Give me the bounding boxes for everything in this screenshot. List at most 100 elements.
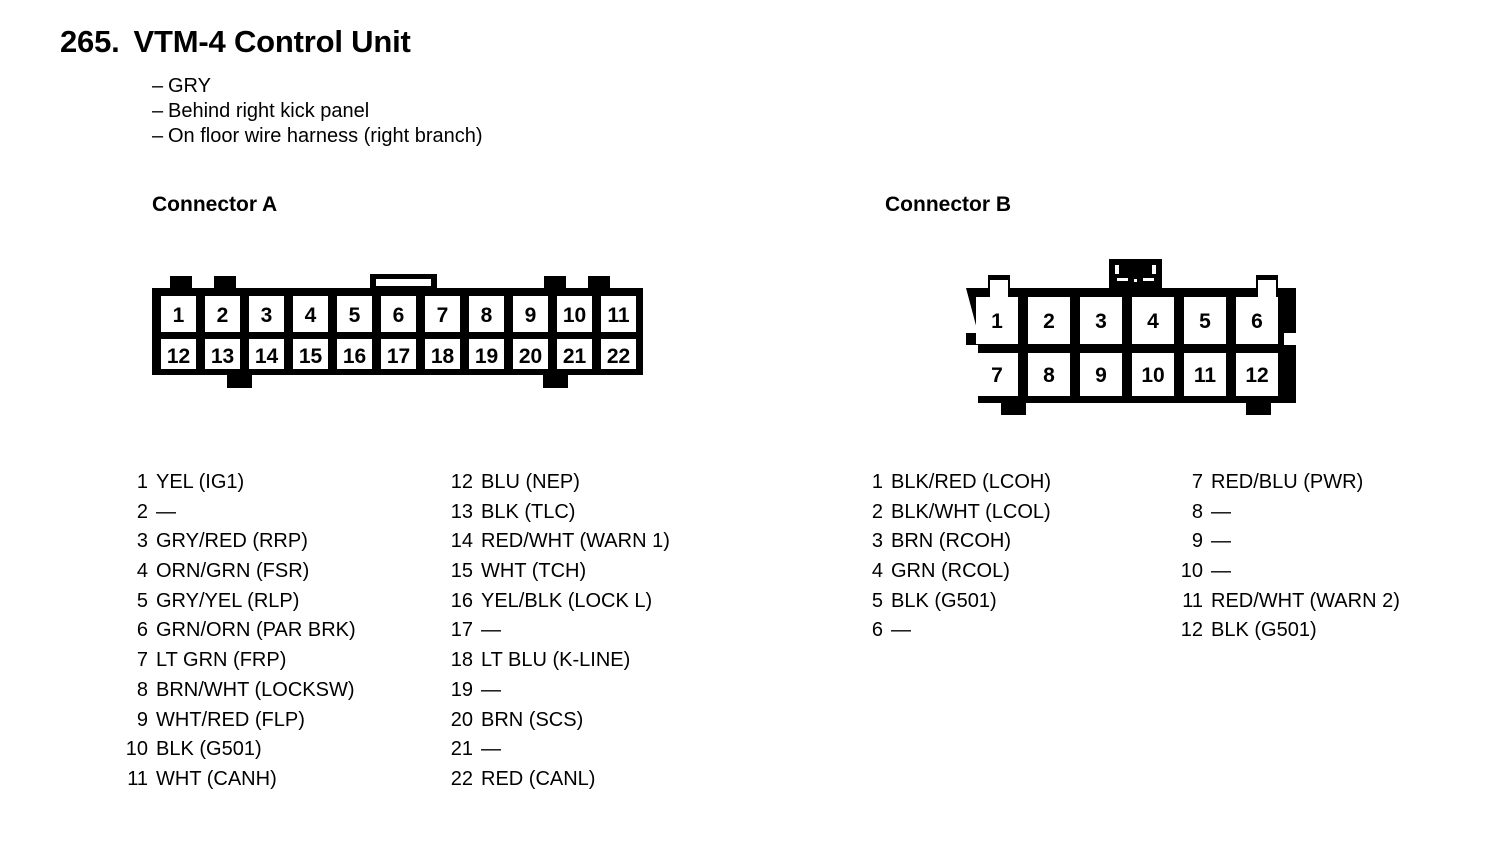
legend-pin-description: BLK (G501) <box>1211 619 1317 642</box>
connector-a-cell-16: 16 <box>343 345 366 368</box>
connector-b-cell-2: 2 <box>1043 310 1055 333</box>
legend-pin-description: YEL/BLK (LOCK L) <box>481 589 653 612</box>
connector-a-legend-column-2: 12 BLU (NEP) 13 BLK (TLC) 14 RED/WHT (WARN … <box>447 468 670 795</box>
connector-b-cell-1: 1 <box>991 310 1003 333</box>
connector-a-cell-8: 8 <box>481 304 493 327</box>
legend-pin-number: 2 <box>136 500 148 523</box>
legend-pin-description: — <box>481 678 501 701</box>
connector-b-cell-11: 11 <box>1194 364 1217 387</box>
header-notes: –GRY –Behind right kick panel –On floor … <box>152 74 483 149</box>
connector-b-cell-9: 9 <box>1095 364 1107 387</box>
legend-pin-number: 4 <box>136 560 148 583</box>
legend-pin-number: 13 <box>450 500 473 523</box>
connector-a-cell-22: 22 <box>607 345 630 368</box>
legend-row: 20 BRN (SCS) <box>447 706 670 736</box>
legend-pin-number: 5 <box>136 589 148 612</box>
legend-row: 3 BRN (RCOH) <box>857 527 1051 557</box>
legend-pin-number: 3 <box>136 530 148 553</box>
connector-a-heading: Connector A <box>152 193 278 216</box>
legend-pin-number: 15 <box>450 560 473 583</box>
connector-a-cell-14: 14 <box>255 345 279 368</box>
connector-b-cell-12: 12 <box>1245 364 1268 387</box>
connector-a-cell-5: 5 <box>349 304 361 327</box>
legend-row: 11 WHT (CANH) <box>122 765 356 795</box>
legend-pin-description: — <box>1211 530 1231 553</box>
legend-pin-number: 18 <box>450 649 473 672</box>
legend-pin-number: 12 <box>1180 619 1203 642</box>
legend-pin-number: 10 <box>125 738 148 761</box>
connector-b-cell-7: 7 <box>991 364 1003 387</box>
legend-pin-description: BLU (NEP) <box>481 471 580 493</box>
connector-a-cell-2: 2 <box>217 304 229 327</box>
connector-a-cell-7: 7 <box>437 304 449 327</box>
legend-row: 21— <box>447 735 670 765</box>
legend-pin-number: 12 <box>450 471 473 493</box>
legend-row: 2— <box>122 498 356 528</box>
connector-a-cell-18: 18 <box>431 345 455 368</box>
connector-b-cell-10: 10 <box>1141 364 1164 387</box>
legend-row: 17— <box>447 616 670 646</box>
legend-pin-description: BLK (G501) <box>156 738 262 761</box>
connector-a-cell-19: 19 <box>475 345 498 368</box>
legend-pin-number: 3 <box>871 530 883 553</box>
legend-pin-number: 16 <box>450 589 473 612</box>
legend-pin-description: LT GRN (FRP) <box>156 649 287 672</box>
legend-pin-number: 20 <box>450 708 473 731</box>
legend-pin-description: WHT (CANH) <box>156 767 277 790</box>
legend-pin-description: WHT (TCH) <box>481 560 587 583</box>
header-note-text: On floor wire harness (right branch) <box>168 125 483 147</box>
header-note: –GRY <box>152 74 483 99</box>
header-note-text: Behind right kick panel <box>168 100 370 122</box>
header-note: –On floor wire harness (right branch) <box>152 124 483 149</box>
legend-pin-number: 14 <box>450 530 473 553</box>
legend-pin-number: 11 <box>127 767 148 790</box>
header-note: –Behind right kick panel <box>152 99 483 124</box>
legend-pin-number: 19 <box>450 678 473 701</box>
connector-a-cell-6: 6 <box>393 304 405 327</box>
legend-row: 8— <box>1177 498 1400 528</box>
legend-pin-description: BRN (RCOH) <box>891 530 1011 553</box>
legend-row: 14 RED/WHT (WARN 1) <box>447 527 670 557</box>
legend-pin-description: — <box>891 619 911 642</box>
legend-row: 10— <box>1177 557 1400 587</box>
connector-a-diagram: 1 2 3 4 5 6 7 8 9 10 11 12 13 14 15 16 1… <box>152 270 652 400</box>
legend-pin-number: 22 <box>450 767 473 790</box>
connector-a-cell-15: 15 <box>299 345 323 368</box>
legend-pin-number: 11 <box>1182 589 1203 612</box>
connector-a-cell-1: 1 <box>173 304 185 327</box>
legend-pin-description: GRY/YEL (RLP) <box>156 589 300 612</box>
connector-a-cell-11: 11 <box>607 304 630 327</box>
legend-row: 12 BLK (G501) <box>1177 616 1400 646</box>
legend-row: 15 WHT (TCH) <box>447 557 670 587</box>
connector-a-cell-17: 17 <box>387 345 410 368</box>
connector-b-cell-3: 3 <box>1095 310 1107 333</box>
connector-b-cell-8: 8 <box>1043 364 1055 387</box>
legend-pin-description: LT BLU (K-LINE) <box>481 649 631 672</box>
legend-pin-number: 10 <box>1180 560 1203 583</box>
legend-pin-number: 6 <box>136 619 148 642</box>
legend-pin-description: BRN (SCS) <box>481 708 584 731</box>
legend-pin-number: 5 <box>871 589 883 612</box>
connector-b-cell-6: 6 <box>1251 310 1263 333</box>
legend-pin-description: RED/WHT (WARN 1) <box>481 530 670 553</box>
connector-a-cell-12: 12 <box>167 345 190 368</box>
connector-a-cell-20: 20 <box>519 345 542 368</box>
legend-pin-number: 17 <box>450 619 473 642</box>
connector-a-cell-3: 3 <box>261 304 273 327</box>
legend-row: 19 — <box>447 676 670 706</box>
legend-pin-number: 21 <box>450 738 473 761</box>
legend-pin-description: RED (CANL) <box>481 767 596 790</box>
legend-pin-number: 9 <box>1191 530 1203 553</box>
legend-row: 18 LT BLU (K-LINE) <box>447 646 670 676</box>
legend-pin-number: 8 <box>1191 500 1203 523</box>
legend-pin-description: BLK (TLC) <box>481 500 576 523</box>
